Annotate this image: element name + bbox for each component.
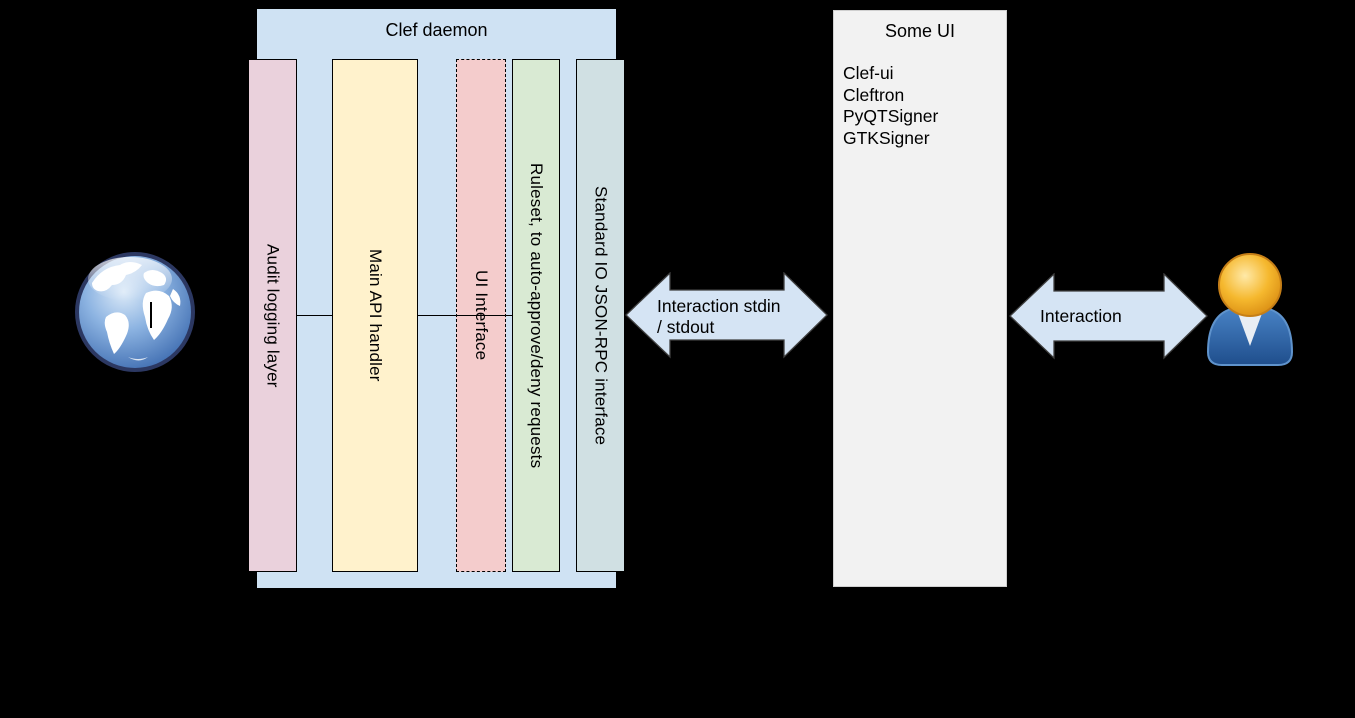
ruleset-column: Ruleset, to auto-approve/deny requests (512, 59, 560, 572)
list-item: Cleftron (843, 84, 905, 105)
some-ui-box (833, 10, 1007, 587)
list-item: PyQTSigner (843, 106, 939, 126)
stdin-stdout-arrow (625, 272, 828, 359)
ruleset-label: Ruleset, to auto-approve/deny requests (527, 162, 546, 469)
interaction-arrow-label: Interaction (1040, 306, 1122, 326)
connector-mainapi-to-ruleset (418, 315, 512, 316)
connector-stub-on-globe (150, 302, 152, 328)
main-api-label: Main API handler (366, 249, 385, 382)
some-ui-list: Clef-ui Cleftron PyQTSigner GTKSigner (843, 63, 938, 149)
clef-daemon-title: Clef daemon (385, 20, 488, 40)
user-icon (1206, 253, 1294, 366)
connector-audit-to-mainapi (297, 315, 332, 316)
stdio-jsonrpc-column: Standard IO JSON-RPC interface (576, 59, 625, 572)
clef-daemon-box (257, 9, 616, 588)
audit-logging-label: Audit logging layer (263, 243, 283, 388)
stdio-jsonrpc-label: Standard IO JSON-RPC interface (591, 185, 611, 446)
stdin-stdout-arrow-label: Interaction stdin / stdout (657, 296, 781, 337)
list-item: GTKSigner (843, 127, 930, 148)
list-item: Clef-ui (843, 63, 894, 83)
interaction-arrow (1009, 273, 1208, 360)
globe-icon (75, 252, 195, 372)
audit-logging-column: Audit logging layer (248, 59, 297, 572)
main-api-column: Main API handler (332, 59, 418, 572)
some-ui-title: Some UI (884, 21, 956, 41)
